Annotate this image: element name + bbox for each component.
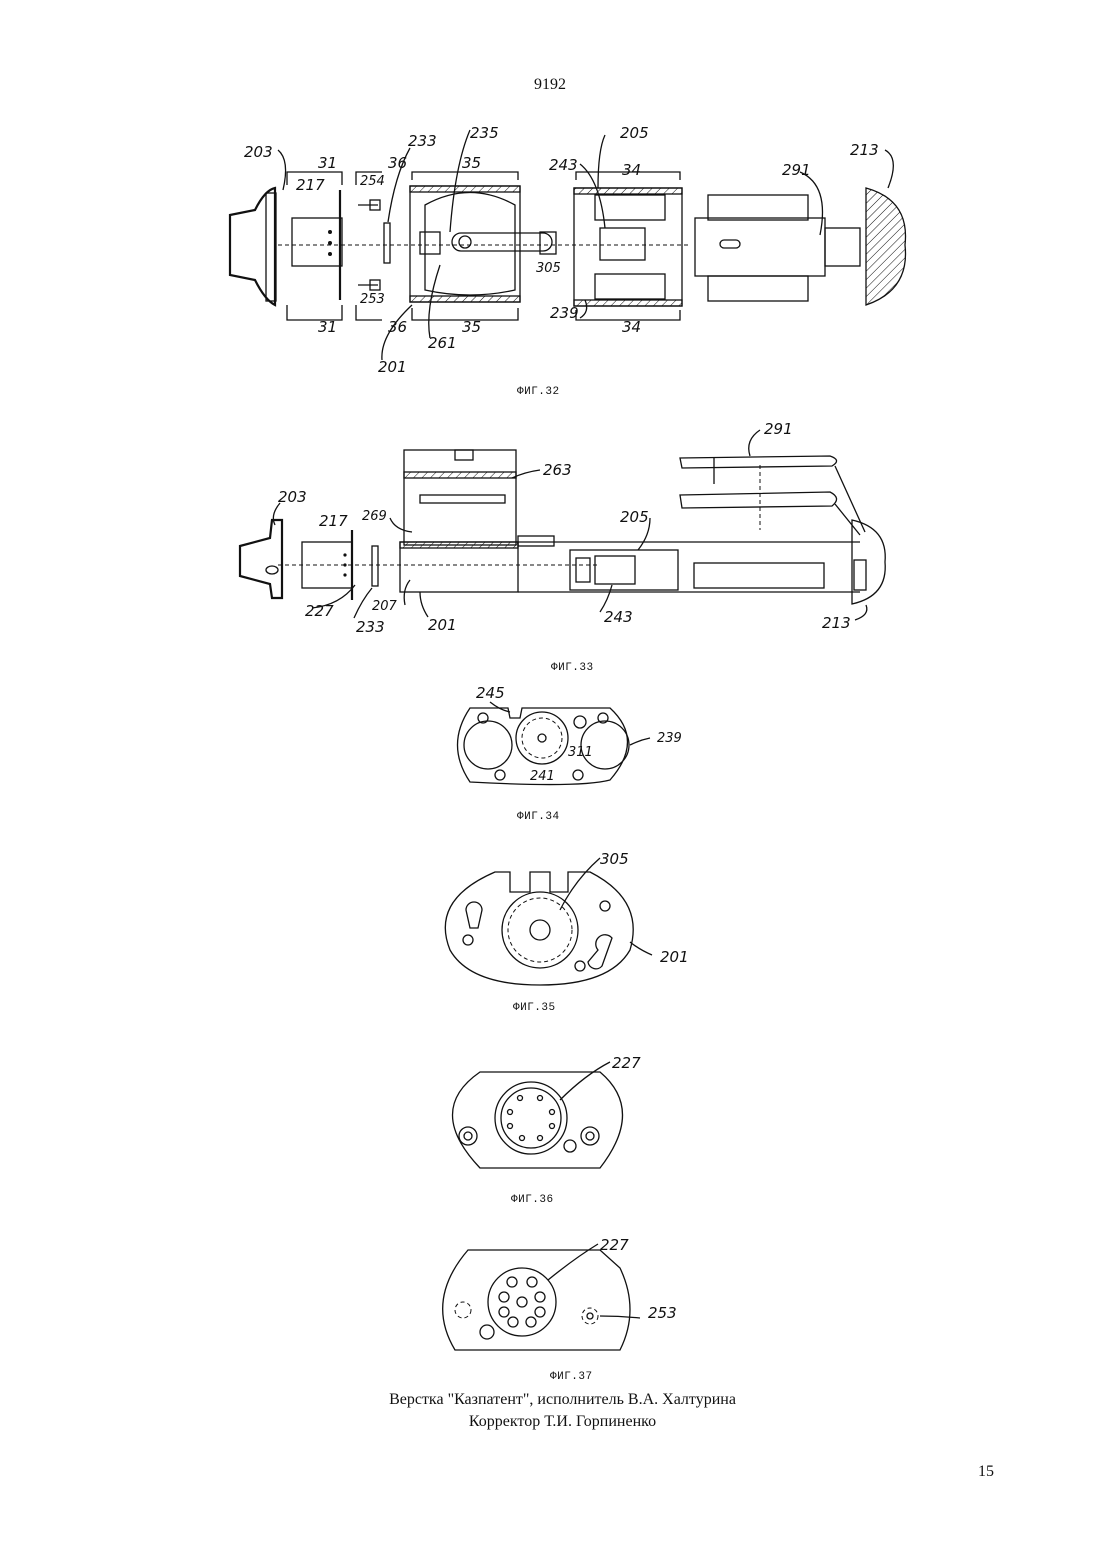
svg-text:203: 203: [244, 143, 273, 161]
svg-text:243: 243: [604, 608, 633, 626]
svg-text:261: 261: [428, 334, 457, 352]
patent-drawings: 203 217 31 31 254 253 36 36 233 235 35 3…: [0, 0, 1100, 1400]
svg-text:205: 205: [620, 508, 649, 526]
svg-text:235: 235: [470, 124, 499, 142]
svg-text:35: 35: [462, 318, 481, 336]
svg-text:253: 253: [648, 1304, 677, 1322]
svg-text:36: 36: [388, 318, 407, 336]
svg-text:243: 243: [549, 156, 578, 174]
figure-33-caption: ФИГ.33: [551, 662, 594, 674]
svg-text:35: 35: [462, 154, 481, 172]
svg-text:203: 203: [278, 488, 307, 506]
svg-text:31: 31: [318, 154, 337, 172]
svg-text:201: 201: [378, 358, 407, 376]
figure-37-caption: ФИГ.37: [550, 1371, 593, 1383]
figure-36-drawing: 227: [453, 1054, 642, 1168]
svg-text:305: 305: [536, 261, 561, 276]
svg-text:207: 207: [372, 599, 398, 614]
figure-34-drawing: 245 311 239 241: [458, 684, 682, 785]
svg-text:217: 217: [319, 512, 348, 530]
page-number-bottom: 15: [978, 1463, 994, 1481]
figure-35-drawing: 305 201: [445, 850, 688, 985]
svg-text:239: 239: [550, 304, 579, 322]
svg-text:311: 311: [568, 745, 593, 760]
figure-32-caption: ФИГ.32: [517, 386, 560, 398]
svg-text:269: 269: [362, 509, 387, 524]
svg-text:245: 245: [476, 684, 505, 702]
figure-33-drawing: 203 217 227 233 269 207 201 263 205 243 …: [240, 420, 885, 636]
svg-text:227: 227: [612, 1054, 641, 1072]
figure-37-drawing: 227 253: [443, 1236, 677, 1350]
footer-line-1: Верстка "Казпатент", исполнитель В.А. Ха…: [0, 1389, 1100, 1411]
footer: Верстка "Казпатент", исполнитель В.А. Ха…: [0, 1389, 1100, 1433]
footer-line-2: Корректор Т.И. Горпиненко: [0, 1411, 1100, 1433]
svg-text:233: 233: [356, 618, 385, 636]
svg-text:201: 201: [428, 616, 457, 634]
svg-text:291: 291: [764, 420, 793, 438]
svg-text:227: 227: [600, 1236, 629, 1254]
svg-text:305: 305: [600, 850, 629, 868]
svg-text:205: 205: [620, 124, 649, 142]
svg-text:31: 31: [318, 318, 337, 336]
svg-text:217: 217: [296, 176, 325, 194]
figure-35-caption: ФИГ.35: [513, 1002, 556, 1014]
figure-32-drawing: 203 217 31 31 254 253 36 36 233 235 35 3…: [230, 124, 906, 376]
svg-text:201: 201: [660, 948, 689, 966]
svg-text:263: 263: [543, 461, 572, 479]
svg-text:34: 34: [622, 318, 641, 336]
svg-text:213: 213: [850, 141, 879, 159]
svg-text:241: 241: [530, 769, 555, 784]
svg-text:227: 227: [305, 602, 334, 620]
svg-text:34: 34: [622, 161, 641, 179]
figure-36-caption: ФИГ.36: [511, 1194, 554, 1206]
svg-text:254: 254: [360, 174, 385, 189]
svg-text:213: 213: [822, 614, 851, 632]
svg-text:233: 233: [408, 132, 437, 150]
svg-text:239: 239: [657, 731, 682, 746]
svg-text:36: 36: [388, 154, 407, 172]
svg-text:253: 253: [360, 292, 385, 307]
figure-34-caption: ФИГ.34: [517, 811, 560, 823]
svg-text:291: 291: [782, 161, 811, 179]
